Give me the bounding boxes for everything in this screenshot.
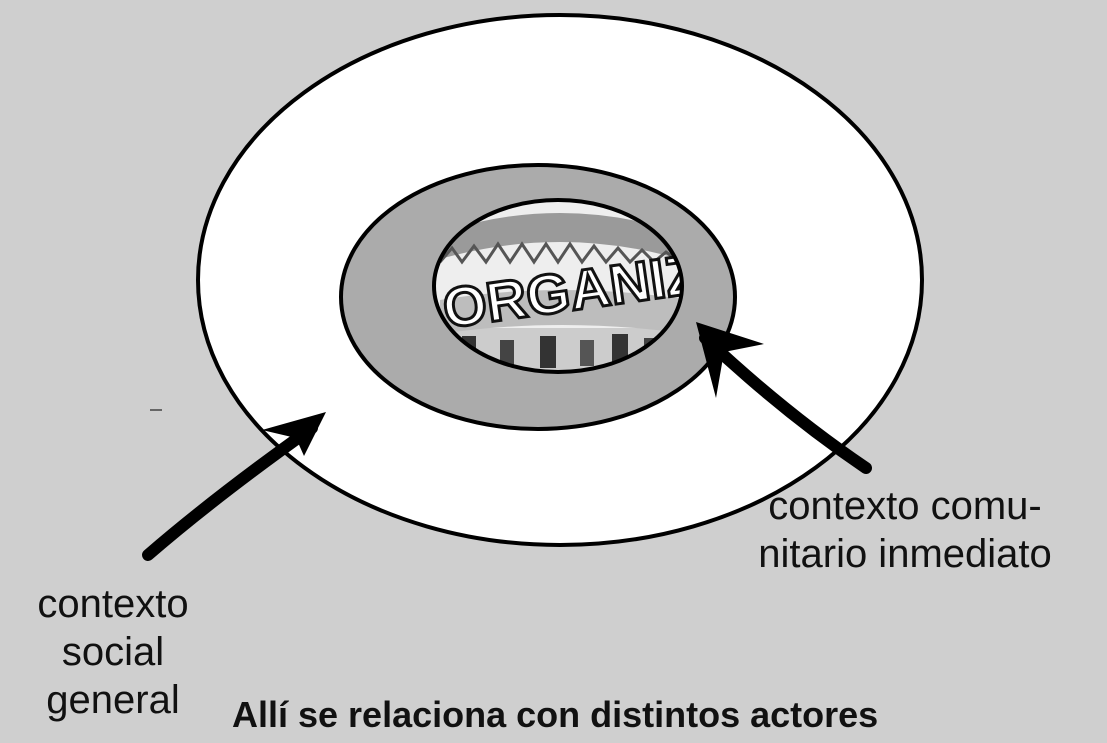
label-social-line1: contexto	[37, 582, 189, 626]
inner-ellipse-organization	[432, 198, 684, 374]
caption: Allí se relaciona con distintos actores	[232, 694, 879, 735]
arrow-community-context	[696, 322, 872, 474]
label-social-line3: general	[46, 678, 180, 722]
label-social-line2: social	[61, 630, 165, 674]
label-social-context: contexto social general	[18, 580, 208, 724]
label-community-context: contexto comu- nitario inmediato	[720, 482, 1090, 578]
label-community-line1: contexto comu-	[768, 484, 1042, 528]
label-community-line2: nitario inmediato	[758, 532, 1052, 576]
arrow-social-context	[142, 412, 326, 561]
